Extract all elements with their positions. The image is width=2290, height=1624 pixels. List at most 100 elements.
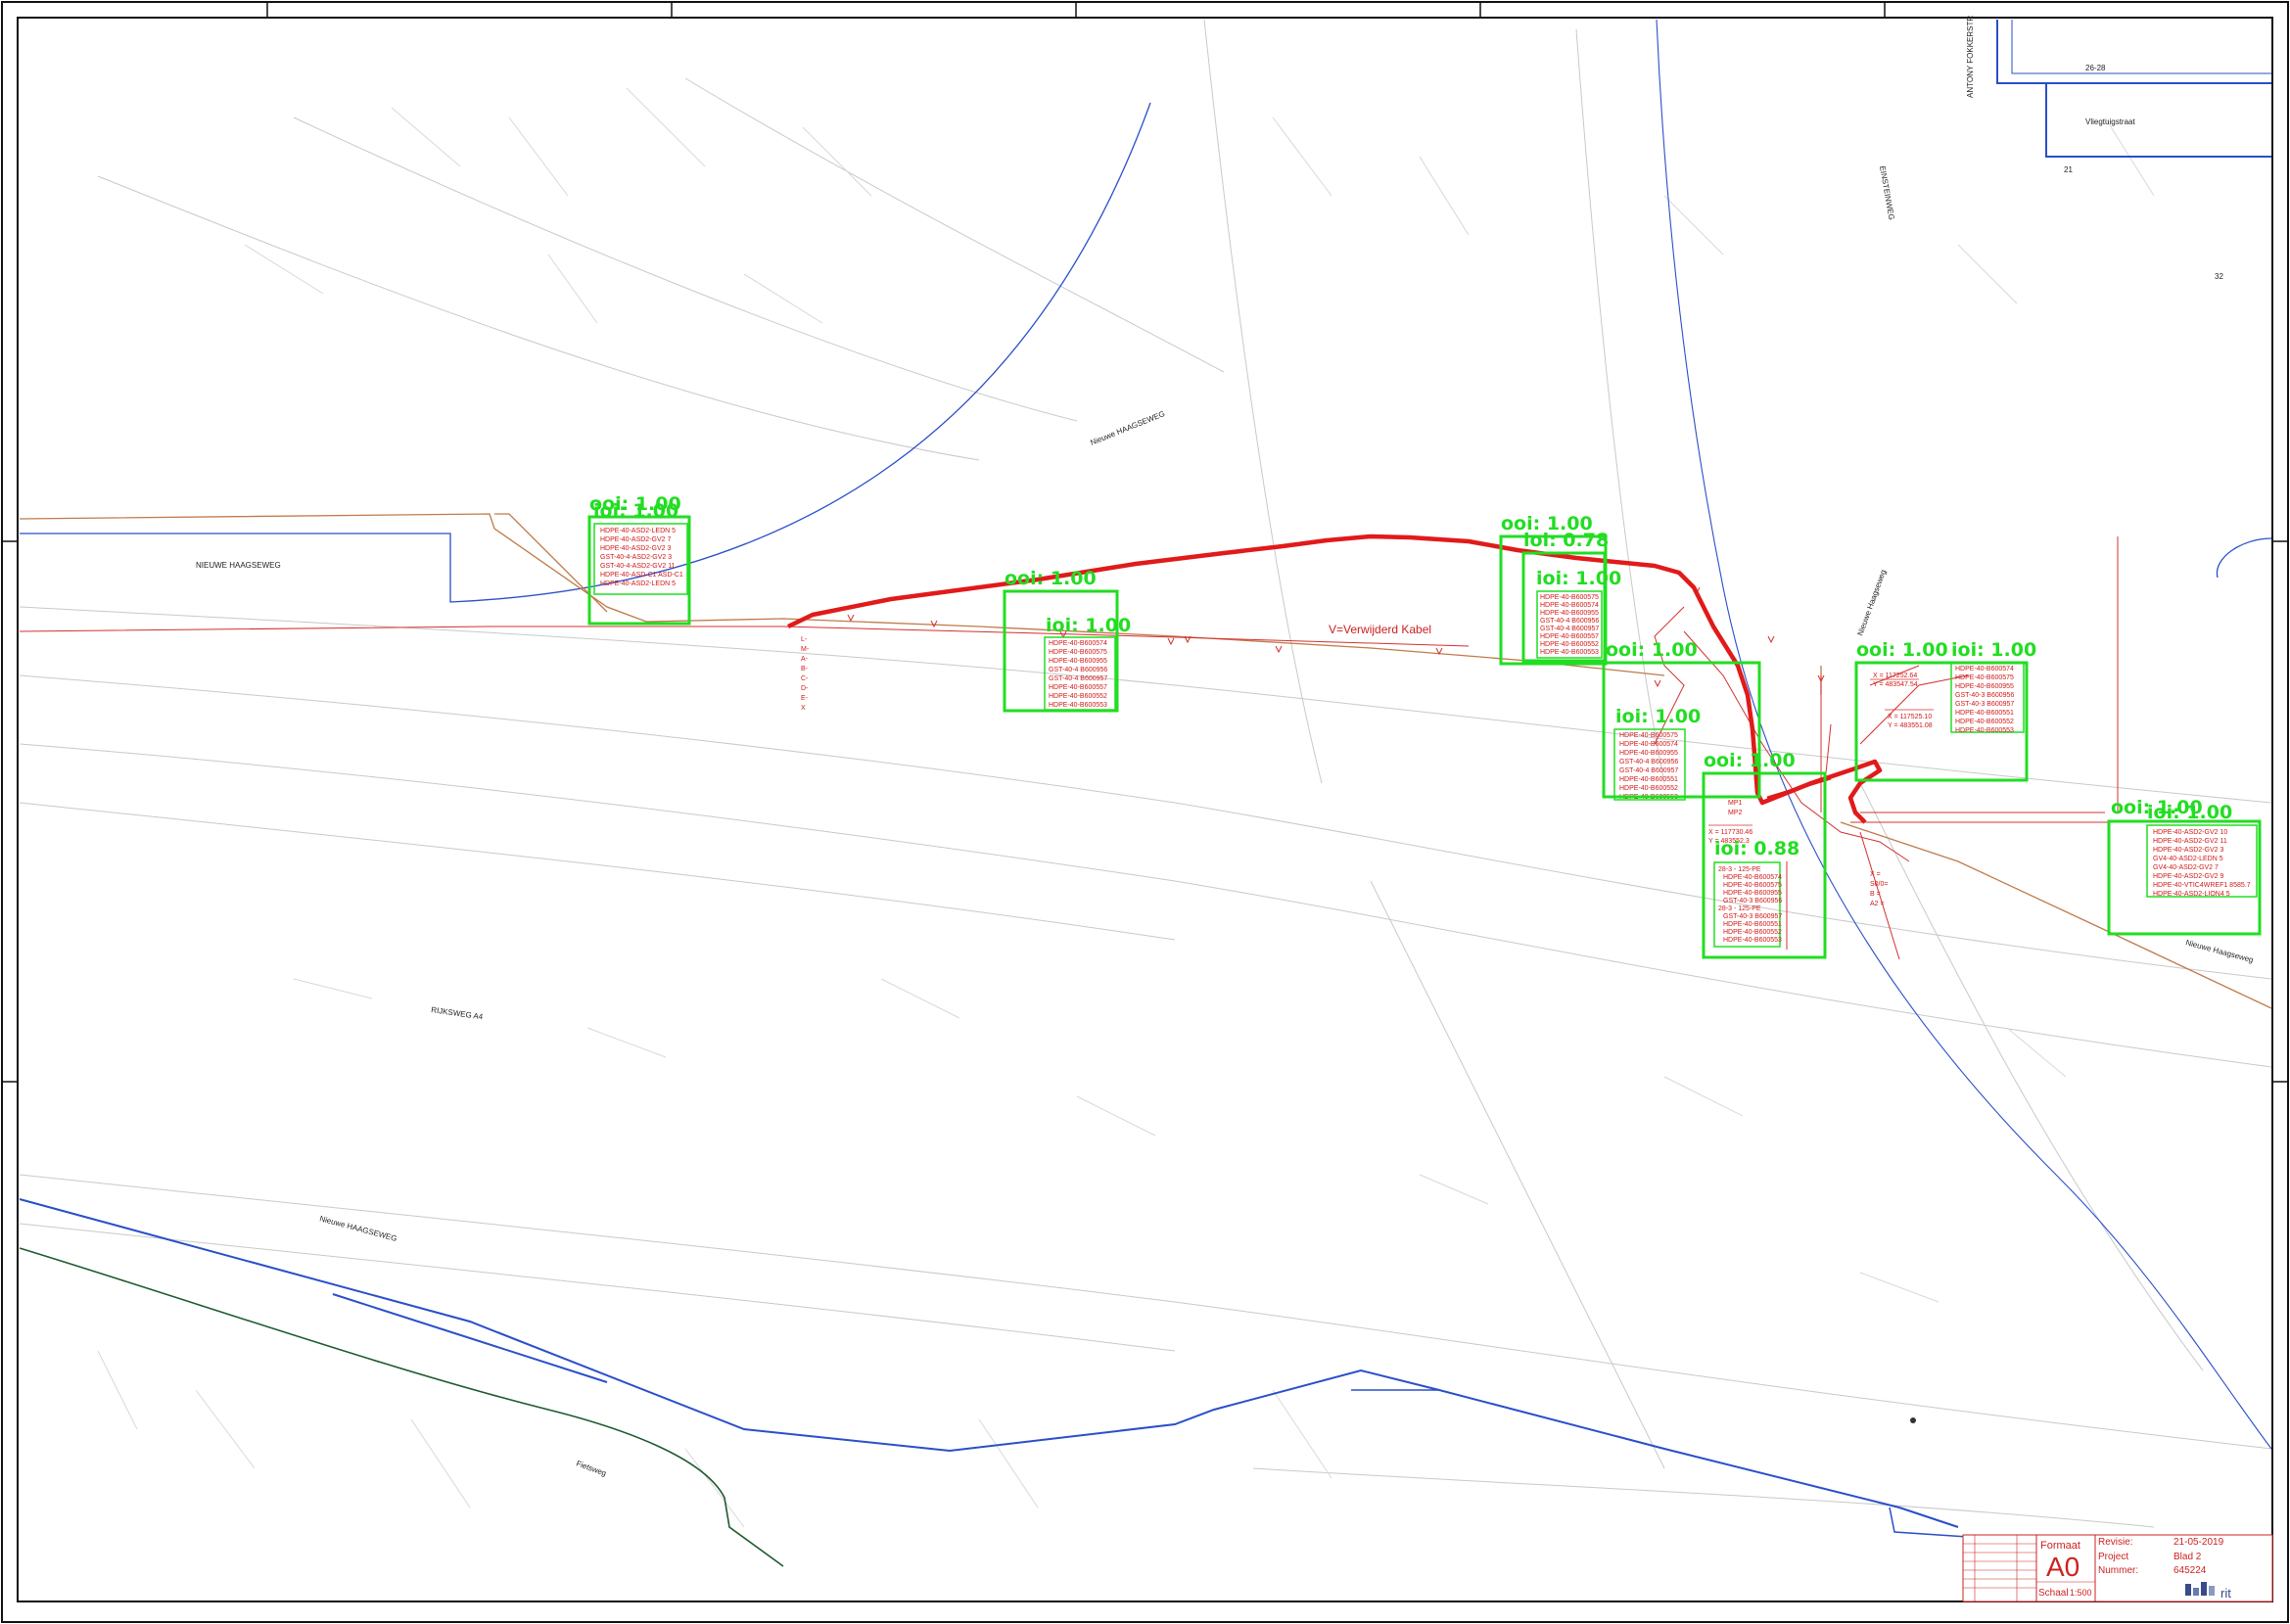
survey-point <box>1910 1417 1916 1423</box>
detection-label: ioi: 1.00 <box>1951 639 2036 661</box>
detection-label: ooi: 1.00 <box>589 493 681 515</box>
legend-text: V=Verwijderd Kabel <box>1329 623 1431 636</box>
cable-list-1: HDPE-40-ASD2-LEDN 5 HDPE-40-ASD2-GV2 7 H… <box>593 523 688 595</box>
cable-line: GST-40-4 B600956 <box>1619 759 1678 766</box>
cable-line: GV4-40-ASD2-LEDN 5 <box>2153 856 2223 862</box>
brown-cable <box>19 513 2272 1009</box>
detection-label: ioi: 1.00 <box>593 500 678 522</box>
cable-line: HDPE-40-B600574 <box>1049 640 1107 647</box>
cable-line: HDPE-40-B600574 <box>1540 602 1599 609</box>
cable-line: HDPE-40-VTIC4WREF1 8585.7 <box>2153 882 2251 889</box>
cable-line: GST-40-4-ASD2-GV2 3 <box>600 554 672 561</box>
cable-line: HDPE-40-B600575 <box>1619 732 1678 739</box>
cable-list-5: HDPE-40-B600574 HDPE-40-B600575 HDPE-40-… <box>1950 662 2025 734</box>
cable-line: HDPE-40-B600557 <box>1540 633 1599 640</box>
nummer-label: Nummer: <box>2098 1565 2138 1576</box>
detection-box <box>1602 661 1761 799</box>
detection-box <box>587 515 691 626</box>
svg-text:S0/0=: S0/0= <box>1870 881 1889 888</box>
cable-line: 28-3 - 125-PE <box>1718 905 1761 912</box>
svg-text:L-: L- <box>801 636 808 643</box>
cable-line: HDPE-40-B600551 <box>1619 776 1678 783</box>
cable-start-marks: L-M-A- B-C-D- E-X <box>801 636 810 712</box>
cable-line: HDPE-40-B600955 <box>1619 750 1678 757</box>
coord-text: Y = 483552.3 <box>1708 838 1750 845</box>
cable-line: GST-40-3 B600957 <box>1955 701 2014 708</box>
measure-point-label: MP2 <box>1728 810 1743 816</box>
revisie-label: Revisie: <box>2098 1537 2133 1548</box>
detection-label: ooi: 1.00 <box>1005 568 1097 589</box>
red-cable-branch <box>1766 776 1832 800</box>
cable-line: HDPE-40-B600955 <box>1723 890 1782 897</box>
cable-line: HDPE-40-B600552 <box>1049 693 1107 700</box>
cable-line: HDPE-40-ASD2-GV2 3 <box>600 545 671 552</box>
svg-text:A-: A- <box>801 656 809 663</box>
cable-line: HDPE-40-B600955 <box>1955 683 2014 690</box>
nummer-value: 645224 <box>2173 1565 2207 1576</box>
cable-line: HDPE-40-ASD2-GV2 3 <box>2153 847 2223 854</box>
cable-line: HDPE-40-B600551 <box>1723 921 1782 928</box>
detection-box <box>1702 771 1827 959</box>
cable-line: HDPE-40-B600552 <box>1540 641 1599 648</box>
svg-text:M-: M- <box>801 646 810 653</box>
cable-line: GST-40-4 B600956 <box>1049 667 1107 673</box>
street-nieuwe-haagseweg: NIEUWE HAAGSEWEG <box>196 561 281 570</box>
cable-line: HDPE-40-ASD2-GV2 7 <box>600 536 671 543</box>
cable-line: HDPE-40-ASD2-LION4 5 <box>2153 891 2230 898</box>
street-einsteinweg: EINSTEINWEG <box>1878 165 1896 221</box>
project-value: Blad 2 <box>2173 1552 2202 1562</box>
cable-list-2: HDPE-40-B600574 HDPE-40-B600575 HDPE-40-… <box>1044 636 1116 711</box>
blue-boundaries <box>19 19 2272 1538</box>
cable-line: HDPE-40-ASD2-GV2 11 <box>2153 838 2227 845</box>
coord-text: Y = 483551.08 <box>1888 722 1933 729</box>
logo-text: rit <box>2220 1586 2231 1601</box>
cable-list-7: HDPE-40-ASD2-GV2 10 HDPE-40-ASD2-GV2 11 … <box>2146 824 2258 898</box>
cable-line: HDPE-40-B600553 <box>1955 727 2014 734</box>
cable-line: 28-3 - 125-PE <box>1718 866 1761 873</box>
cable-line: HDPE-40-B600552 <box>1619 785 1678 792</box>
green-boundary <box>19 1247 784 1567</box>
detection-label: ioi: 1.00 <box>1046 615 1131 636</box>
coordinate-labels: X = 117252.64 Y = 483547.54 X = 117525.1… <box>1708 673 1934 845</box>
cable-line: GST-40-3 B600956 <box>1723 898 1782 905</box>
svg-text:A2 =: A2 = <box>1870 901 1885 907</box>
schaal-label: Schaal <box>2038 1588 2069 1599</box>
detection-label: ooi: 1.00 <box>2111 797 2203 818</box>
cable-line: HDPE-40-B600557 <box>1049 684 1107 691</box>
main-red-cable <box>787 534 1883 824</box>
coord-text: Y = 483547.54 <box>1873 681 1918 688</box>
street-nieuwe-haagseweg-diag: Nieuwe HAAGSEWEG <box>1089 409 1166 447</box>
measure-point-label: MP1 <box>1728 800 1743 807</box>
street-fietsweg: Fietsweg <box>575 1459 607 1477</box>
cable-line: HDPE-40-B600553 <box>1540 649 1599 656</box>
cable-line: HDPE-40-B600575 <box>1723 882 1782 889</box>
detection-box <box>1854 661 2029 782</box>
revisie-value: 21-05-2019 <box>2173 1537 2224 1548</box>
format-label: Formaat <box>2040 1540 2080 1552</box>
svg-text:B-: B- <box>801 666 809 673</box>
background-road-lines <box>19 19 2272 1528</box>
svg-text:E-: E- <box>801 695 809 702</box>
cable-line: GST-40-4-ASD2-GV2 11 <box>600 563 676 570</box>
svg-text:X =: X = <box>1870 871 1881 878</box>
svg-text:D-: D- <box>801 685 809 692</box>
cable-line: HDPE-40-ASD-C1 ASD-C1 <box>600 572 683 579</box>
v-marks <box>847 586 1825 688</box>
cable-line: GST-40-3 B600957 <box>1723 913 1782 920</box>
detection-label: ooi: 1.00 <box>1704 750 1796 771</box>
detection-label: ooi: 1.00 <box>1501 513 1593 534</box>
cable-line: GST-40-4 B600956 <box>1540 618 1599 625</box>
cable-line: HDPE-40-B600575 <box>1049 649 1107 656</box>
cable-line: HDPE-40-ASD2-GV2 10 <box>2153 829 2227 836</box>
cable-line: HDPE-40-ASD2-LEDN 5 <box>600 580 676 587</box>
detection-label: ioi: 0.78 <box>1523 530 1609 551</box>
house-number-21: 21 <box>2064 165 2073 174</box>
cable-line: HDPE-40-B600955 <box>1540 610 1599 617</box>
cable-line: HDPE-40-B600575 <box>1955 674 2014 681</box>
detection-box <box>2107 819 2262 936</box>
street-nieuwe-right2: Nieuwe Haagseweg <box>2184 938 2254 964</box>
cable-line: HDPE-40-B600552 <box>1955 719 2014 725</box>
cable-line: HDPE-40-B600574 <box>1955 666 2014 673</box>
cable-line: HDPE-40-B600551 <box>1955 710 2014 717</box>
